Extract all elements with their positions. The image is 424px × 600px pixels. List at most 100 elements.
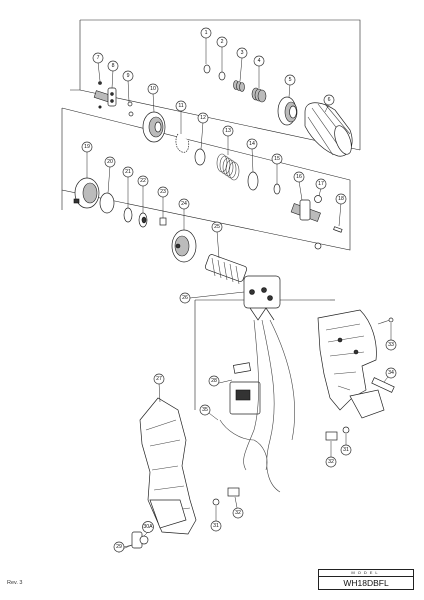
svg-text:5: 5: [289, 77, 292, 83]
part-32-upper: [325, 431, 338, 441]
callout-14: 14: [246, 138, 258, 150]
callout-34: 34: [385, 367, 397, 379]
svg-text:10: 10: [150, 86, 156, 92]
svg-text:28: 28: [211, 378, 217, 384]
part-25-armature: [204, 254, 249, 285]
chuck-assembly: [93, 64, 353, 250]
svg-text:25: 25: [214, 224, 220, 230]
callout-32-lower: 32: [232, 507, 244, 519]
svg-text:27: 27: [156, 376, 162, 382]
part-28-switch: [229, 362, 261, 415]
svg-text:32: 32: [235, 510, 241, 516]
callout-17: 17: [315, 178, 327, 190]
part-30A-hook: [131, 531, 149, 549]
part-7-ball: [98, 81, 102, 85]
callout-19: 19: [81, 141, 93, 153]
svg-text:26: 26: [182, 295, 188, 301]
housing-left: [139, 397, 197, 535]
part-31-lower: [212, 498, 220, 506]
svg-text:31: 31: [213, 523, 219, 529]
svg-text:31: 31: [343, 447, 349, 453]
callout-25: 25: [211, 221, 223, 233]
callout-8: 8: [107, 60, 119, 72]
callout-3: 3: [236, 47, 248, 59]
part-15-ring: [273, 183, 281, 195]
callout-12: 12: [197, 112, 209, 124]
svg-text:1: 1: [205, 30, 208, 36]
callout-1: 1: [200, 27, 212, 39]
part-4-sleeve: [251, 87, 267, 103]
housing-assembly: [116, 309, 395, 553]
svg-text:32: 32: [328, 459, 334, 465]
motor-assembly: [73, 177, 281, 321]
callout-5: 5: [284, 74, 296, 86]
part-2-ring: [218, 71, 226, 81]
guide-frames: [61, 19, 361, 410]
model-name: WH18DBFL: [343, 578, 389, 588]
svg-text:33: 33: [388, 342, 394, 348]
svg-text:18: 18: [338, 196, 344, 202]
callout-35: 35: [199, 404, 211, 416]
part-16-anvil: [290, 199, 321, 222]
callout-18: 18: [335, 193, 347, 205]
svg-text:4: 4: [258, 58, 261, 64]
svg-text:3: 3: [241, 50, 244, 56]
part-13-spring: [216, 153, 240, 181]
part-11-clip: [175, 133, 190, 153]
part-10-hammer: [142, 111, 166, 143]
part-5-cap: [277, 96, 298, 126]
callout-6: 6: [323, 94, 335, 106]
callout-30A: 30A: [142, 521, 154, 533]
part-26-stator: [243, 275, 281, 321]
svg-text:7: 7: [97, 55, 100, 61]
part-8-spindle: [93, 87, 117, 109]
callout-33: 33: [385, 339, 397, 351]
part-9-ball: [127, 101, 133, 107]
callout-13: 13: [222, 125, 234, 137]
svg-text:29: 29: [116, 544, 122, 550]
part-22-bearing: [138, 212, 148, 228]
part-35-wire: [219, 419, 268, 471]
part-14-washer: [247, 171, 259, 191]
leader-lines: [86, 38, 392, 548]
part-1-ring: [203, 64, 211, 74]
callout-23: 23: [157, 186, 169, 198]
callout-32-upper: 32: [325, 456, 337, 468]
housing-right: [317, 309, 385, 419]
svg-text:11: 11: [178, 103, 183, 109]
svg-text:2: 2: [221, 39, 224, 45]
part-18-pin: [333, 226, 343, 233]
callout-27: 27: [153, 373, 165, 385]
callout-9: 9: [122, 70, 134, 82]
part-17-ring: [314, 195, 322, 203]
svg-text:12: 12: [200, 115, 206, 121]
callout-31-upper: 31: [340, 444, 352, 456]
part-32-lower: [227, 487, 240, 497]
svg-text:9: 9: [127, 73, 130, 79]
svg-text:34: 34: [388, 370, 394, 376]
part-31-upper: [342, 426, 350, 434]
wire-bundle: [243, 319, 296, 493]
svg-text:17: 17: [318, 181, 324, 187]
part-19-case: [73, 177, 100, 209]
model-box: MODEL WH18DBFL: [318, 569, 414, 590]
part-21-washer: [123, 207, 133, 223]
callouts: 1 2 3 4 5 6 7 8 9 10 11 12 13 14 15 16 1…: [81, 27, 397, 553]
svg-text:14: 14: [249, 141, 255, 147]
part-24-gear-cover: [171, 229, 197, 263]
svg-text:19: 19: [84, 144, 90, 150]
svg-text:13: 13: [225, 128, 231, 134]
callout-29: 29: [113, 541, 125, 553]
svg-text:23: 23: [160, 189, 166, 195]
callout-26: 26: [179, 292, 191, 304]
callout-7: 7: [92, 52, 104, 64]
svg-text:30A: 30A: [143, 524, 153, 530]
callout-22: 22: [137, 175, 149, 187]
svg-text:22: 22: [140, 178, 146, 184]
callout-15: 15: [271, 153, 283, 165]
model-header: MODEL: [319, 570, 413, 577]
svg-text:6: 6: [328, 97, 331, 103]
callout-4: 4: [253, 55, 265, 67]
callout-20: 20: [104, 156, 116, 168]
